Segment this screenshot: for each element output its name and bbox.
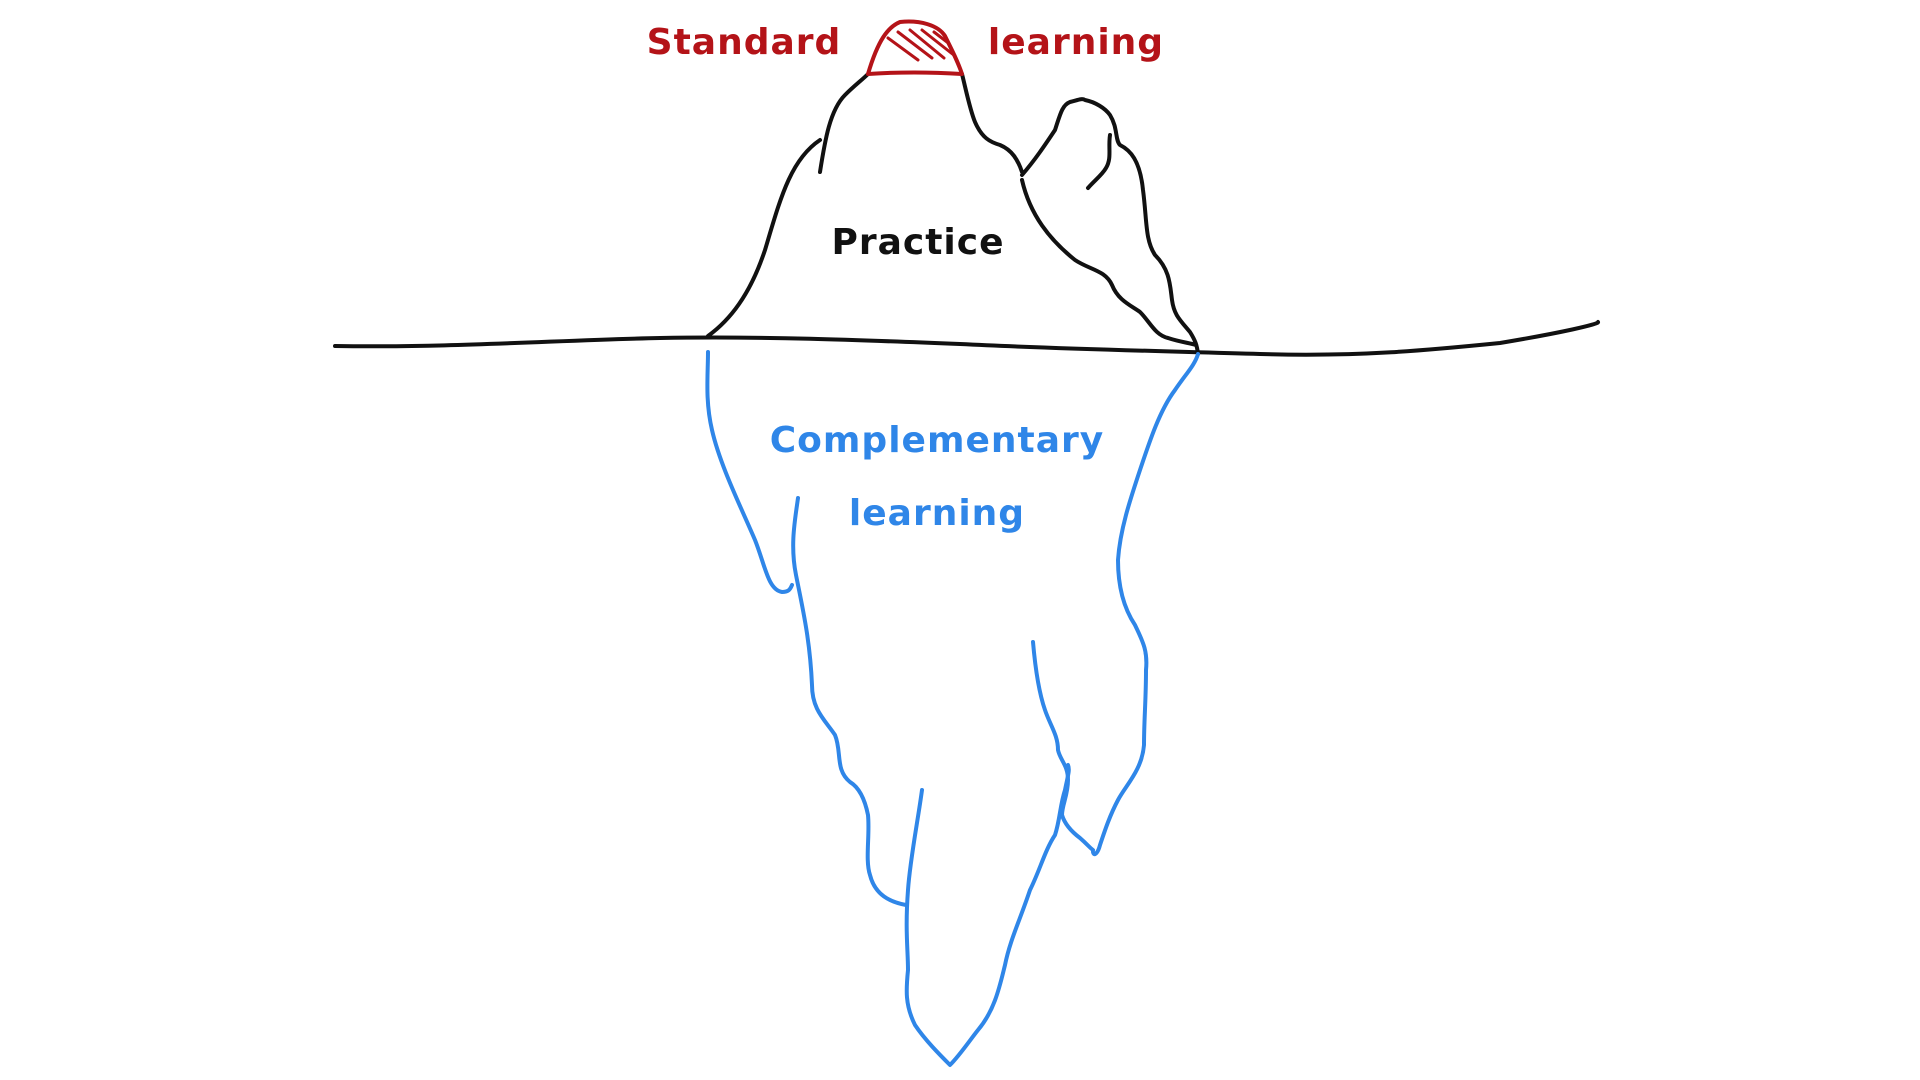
main-peak-inner-stroke bbox=[818, 72, 870, 174]
water-line bbox=[333, 320, 1601, 357]
tip-shape bbox=[866, 19, 964, 76]
tip-label-right: learning bbox=[988, 22, 1164, 63]
second-peak-outline bbox=[1020, 97, 1200, 356]
main-peak-left-outline bbox=[706, 138, 822, 338]
saddle-outline bbox=[1020, 178, 1198, 347]
underwater-right-inner-stroke bbox=[1031, 640, 1095, 852]
below-water-label-line1: Complementary bbox=[770, 420, 1104, 461]
main-peak-right-outline bbox=[960, 72, 1024, 174]
underwater-bottom-spike bbox=[904, 763, 1071, 1067]
above-water-label: Practice bbox=[831, 222, 1004, 263]
underwater-right-edge bbox=[1091, 352, 1200, 857]
below-water-label-line2: learning bbox=[849, 493, 1025, 534]
underwater-left-edge bbox=[791, 496, 908, 907]
tip-label-left: Standard bbox=[647, 22, 842, 63]
underwater-left-lobe bbox=[705, 350, 794, 594]
second-peak-inner-stroke bbox=[1086, 133, 1112, 190]
